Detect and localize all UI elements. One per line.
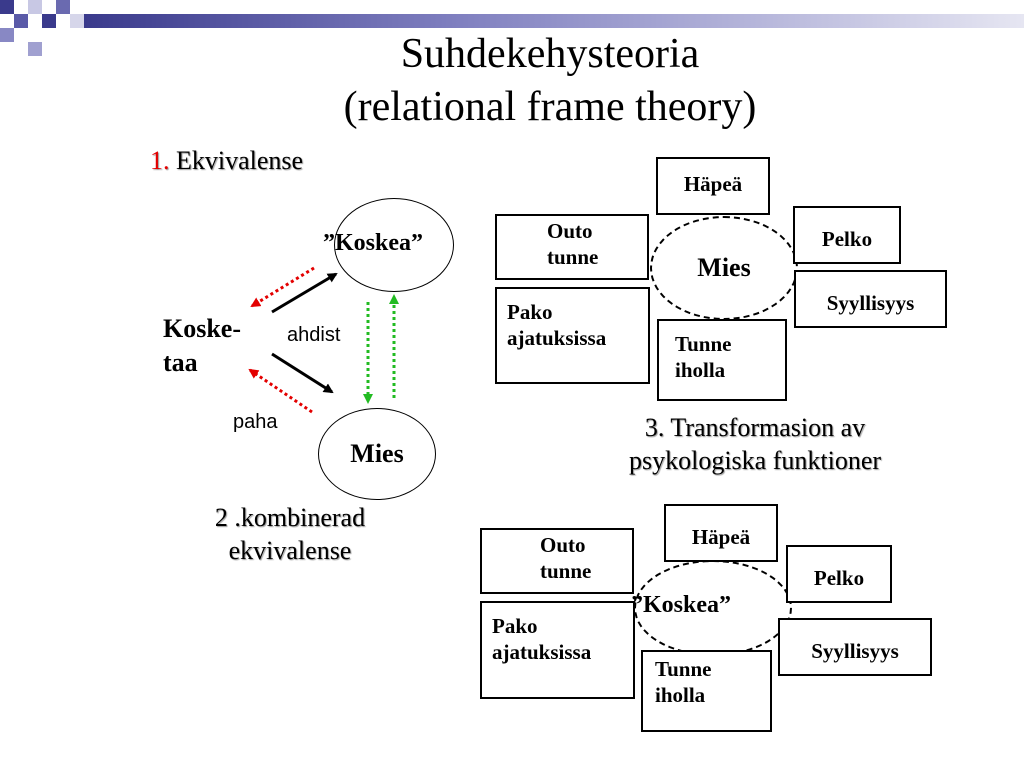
section2-heading: 2 .kombinerad ekvivalense [180,502,400,567]
mies-label: Mies [350,439,404,468]
top-box-pelko: Pelko [793,206,901,264]
top-box-syyllisyys-label: Syyllisyys [826,291,915,315]
section2-line-2: ekvivalense [228,535,352,565]
top-box-tunne-line-1: Tunne [675,332,732,356]
top-box-syyllisyys: Syyllisyys [794,270,947,328]
bottom-box-pako: Pako ajatuksissa [480,601,635,699]
bottom-center-label: ”Koskea” [631,592,732,618]
bottom-box-tunne-line-2: iholla [655,683,706,708]
top-bar [84,14,1024,28]
deco-square [56,0,70,14]
bottom-box-pelko-label: Pelko [813,566,865,590]
bottom-box-pako-line-1: Pako [492,614,538,638]
top-box-pako-line-2: ajatuksissa [507,326,607,351]
title-line-2: (relational frame theory) [343,83,757,130]
deco-square [70,14,84,28]
top-box-pako-line-1: Pako [507,300,553,324]
deco-square [0,0,14,14]
arrow-touch-to-mies [271,352,334,394]
deco-square [28,42,42,56]
koskea-ellipse [334,198,454,292]
koskettaa-line-1: Koske- [163,314,241,343]
section1-number: 1. [150,146,170,175]
bad-label: paha [233,411,278,433]
top-box-hapea: Häpeä [656,157,770,215]
bottom-box-syyllisyys-label: Syyllisyys [811,639,899,663]
top-box-pako: Pako ajatuksissa [495,287,650,384]
section3-line-2: psykologiska funktioner [628,445,882,475]
top-box-outo-line-1: Outo [547,219,593,243]
deco-square [42,14,56,28]
section1-label: Ekvivalense [176,146,304,175]
section2-line-1: 2 .kombinerad [214,503,366,532]
bottom-box-outo-line-2: tunne [540,559,592,584]
koskettaa-line-2: taa [163,347,198,377]
section3-line-1: 3. Transformasion av [644,413,866,442]
mies-ellipse: Mies [318,408,436,500]
section3-heading: 3. Transformasion av psykologiska funkti… [560,412,950,477]
top-box-tunne: Tunne iholla [657,319,787,401]
bottom-box-outo-tunne: Outo tunne [480,528,634,594]
bottom-box-outo-line-1: Outo [540,533,586,557]
arrow-mies-to-touch-derived [248,368,313,414]
top-center-label: Mies [697,253,751,282]
bottom-box-tunne: Tunne iholla [641,650,772,732]
slide-title: Suhdekehysteoria (relational frame theor… [250,28,850,133]
koskettaa-label: Koske- taa [163,312,241,380]
deco-square [14,14,28,28]
top-box-outo-tunne: Outo tunne [495,214,649,280]
bottom-box-hapea-label: Häpeä [691,525,751,549]
title-line-1: Suhdekehysteoria [400,31,700,77]
top-center-ellipse: Mies [650,216,798,320]
arrow-koskea-to-touch-derived [250,266,315,308]
arrow-touch-to-koskea [271,272,338,314]
anxiety-label: ahdist [287,324,341,346]
deco-square [28,0,42,14]
top-box-hapea-label: Häpeä [683,172,743,196]
bottom-box-pako-line-2: ajatuksissa [492,640,592,665]
bottom-box-tunne-line-1: Tunne [655,657,712,681]
koskea-label: ”Koskea” [323,230,424,256]
bottom-box-hapea: Häpeä [664,504,778,562]
top-box-outo-line-2: tunne [547,245,599,270]
deco-square [0,28,14,42]
top-box-pelko-label: Pelko [821,227,873,251]
bottom-box-syyllisyys: Syyllisyys [778,618,932,676]
bottom-box-pelko: Pelko [786,545,892,603]
section1-heading: 1. Ekvivalense [150,146,303,176]
top-box-tunne-line-2: iholla [675,358,726,383]
